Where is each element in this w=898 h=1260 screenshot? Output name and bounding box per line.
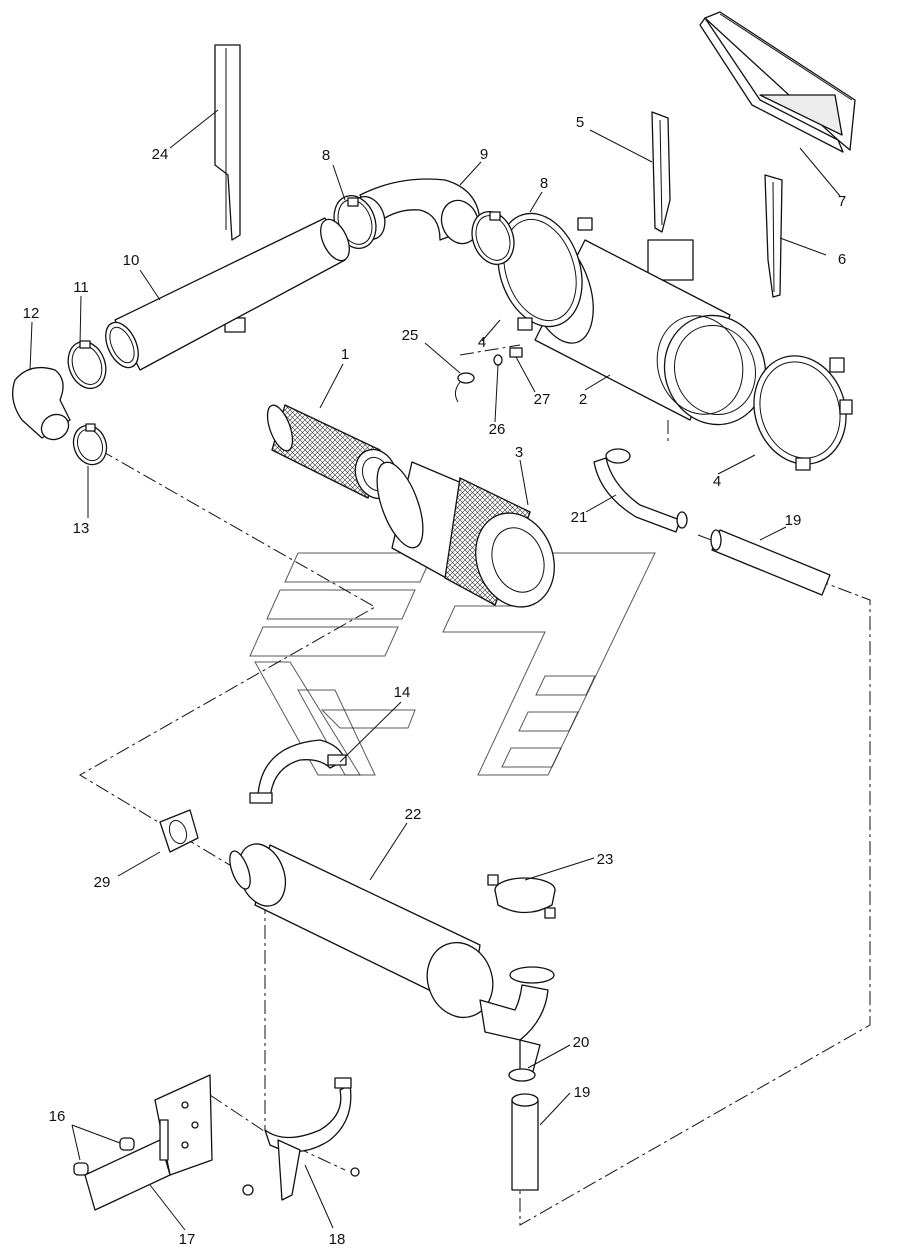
callout-9: 9 bbox=[480, 146, 488, 163]
callout-labels: 24 8 9 8 5 7 6 10 11 12 25 4 1 27 2 26 3… bbox=[23, 114, 847, 1248]
callout-1: 1 bbox=[341, 346, 349, 363]
callout-12: 12 bbox=[23, 305, 40, 322]
callout-6: 6 bbox=[838, 251, 846, 268]
bracket-5 bbox=[651, 111, 671, 233]
bracket-6 bbox=[764, 174, 783, 298]
callout-24: 24 bbox=[152, 146, 169, 163]
hose-clamp-11 bbox=[67, 340, 107, 390]
callout-21: 21 bbox=[571, 509, 588, 526]
elbow-12 bbox=[12, 366, 71, 441]
tube-19-top bbox=[710, 529, 831, 596]
callout-3: 3 bbox=[515, 444, 523, 461]
support-bracket-24 bbox=[214, 44, 246, 333]
callout-5: 5 bbox=[576, 114, 584, 131]
bushing-16-upper bbox=[119, 1137, 135, 1151]
tube-19-bottom bbox=[511, 1093, 539, 1191]
callout-2: 2 bbox=[579, 391, 587, 408]
clamp-20 bbox=[508, 1068, 536, 1082]
clamp-ring-4-right bbox=[753, 355, 853, 471]
bent-tube-21 bbox=[593, 448, 688, 533]
washer-26 bbox=[493, 354, 503, 366]
leader-lines bbox=[29, 109, 841, 1231]
frame-7 bbox=[699, 11, 856, 153]
callout-11: 11 bbox=[73, 279, 89, 296]
air-cleaner-housing-2 bbox=[526, 236, 767, 426]
rain-cap-23 bbox=[487, 874, 556, 919]
callout-26: 26 bbox=[489, 421, 506, 438]
callout-13: 13 bbox=[73, 520, 90, 537]
strap-clamp-14 bbox=[249, 739, 347, 804]
callout-4-upper: 4 bbox=[478, 334, 486, 351]
callout-7: 7 bbox=[838, 193, 846, 210]
callout-16: 16 bbox=[49, 1108, 66, 1125]
callout-4-right: 4 bbox=[713, 473, 721, 490]
callout-14: 14 bbox=[394, 684, 411, 701]
callout-29: 29 bbox=[94, 874, 111, 891]
bushing-16-lower bbox=[73, 1162, 89, 1176]
hose-clamp-13 bbox=[72, 423, 108, 466]
primary-filter-element-3 bbox=[376, 461, 555, 608]
saddle-bracket-18 bbox=[242, 1077, 360, 1201]
fitting-27 bbox=[509, 347, 523, 358]
hose-clamp-8-right bbox=[471, 211, 515, 265]
clamp-ring-4-left bbox=[497, 212, 593, 331]
mounting-bracket-17 bbox=[84, 1074, 213, 1211]
intake-pipe-10 bbox=[105, 217, 350, 371]
callout-17: 17 bbox=[179, 1231, 196, 1248]
callout-25: 25 bbox=[402, 327, 419, 344]
callout-19-bottom: 19 bbox=[574, 1084, 591, 1101]
callout-20: 20 bbox=[573, 1034, 590, 1051]
callout-19-top: 19 bbox=[785, 512, 802, 529]
flange-gasket-29 bbox=[159, 809, 199, 853]
sensor-25 bbox=[454, 372, 475, 403]
callout-22: 22 bbox=[405, 806, 422, 823]
callout-10: 10 bbox=[123, 252, 140, 269]
muffler-22 bbox=[229, 843, 555, 1076]
callout-23: 23 bbox=[597, 851, 614, 868]
callout-8-left: 8 bbox=[322, 147, 330, 164]
callout-18: 18 bbox=[329, 1231, 346, 1248]
callout-8-right: 8 bbox=[540, 175, 548, 192]
callout-27: 27 bbox=[534, 391, 551, 408]
